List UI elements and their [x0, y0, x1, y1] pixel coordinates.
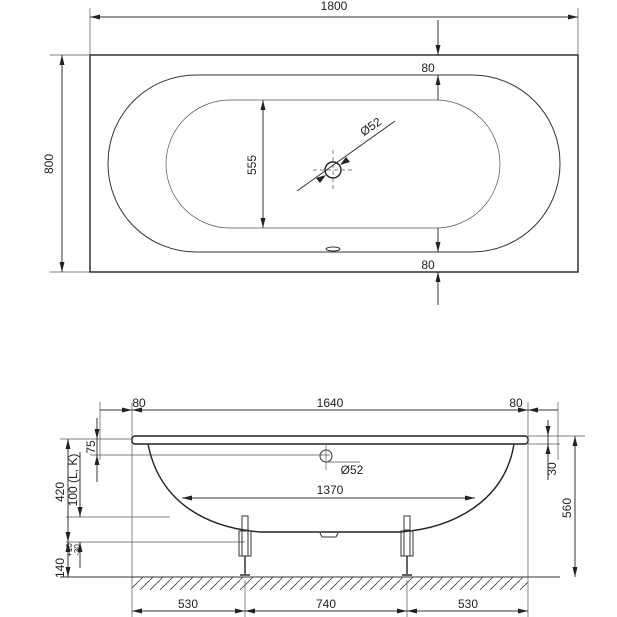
dim-label-rim-top: 80 — [421, 61, 435, 75]
tub-body — [147, 443, 515, 533]
tub-basin — [165, 99, 501, 229]
dim-label-leg-right: 530 — [458, 597, 478, 611]
drain-outlet — [319, 532, 339, 538]
dim-label-140: 140 — [53, 558, 67, 578]
dim-label-inner-length: 1640 — [317, 396, 344, 410]
floor-hatch — [132, 577, 528, 590]
dim-label-leg-spacing: 740 — [316, 597, 336, 611]
tub-outline — [89, 54, 579, 273]
dim-label-rim-bottom: 80 — [421, 258, 435, 272]
dim-label-rim-thickness: 30 — [545, 462, 559, 476]
dim-label-length: 1800 — [321, 0, 348, 13]
top-view: 1800 800 555 Ø52 80 80 — [42, 0, 579, 305]
dim-label-leg-left: 530 — [178, 597, 198, 611]
dim-label-rim-left: 80 — [132, 396, 146, 410]
dim-label-420: 420 — [53, 482, 67, 502]
dim-label-basin: 555 — [245, 155, 259, 175]
dim-label-leg-adjust: 100 (L, K) — [66, 454, 80, 507]
leg-left — [238, 515, 252, 576]
dim-label-bottom-length: 1370 — [317, 483, 344, 497]
dim-label-overflow: Ø52 — [341, 463, 364, 477]
dim-label-560: 560 — [560, 498, 574, 518]
dim-label-width: 800 — [42, 154, 56, 174]
tub-rim — [131, 435, 529, 445]
side-view: Ø52 80 1640 80 1370 530 740 530 — [53, 396, 585, 617]
dim-label-rim-right: 80 — [509, 396, 523, 410]
dim-label-75: 75 — [84, 440, 98, 454]
dim-label-drain: Ø52 — [357, 114, 384, 139]
overflow-outlet — [325, 246, 341, 252]
tolerance-minus: -30 — [73, 544, 82, 556]
tolerance-plus: +10 — [65, 543, 74, 557]
tub-inner-rim — [107, 74, 561, 253]
leg-right — [400, 515, 414, 576]
